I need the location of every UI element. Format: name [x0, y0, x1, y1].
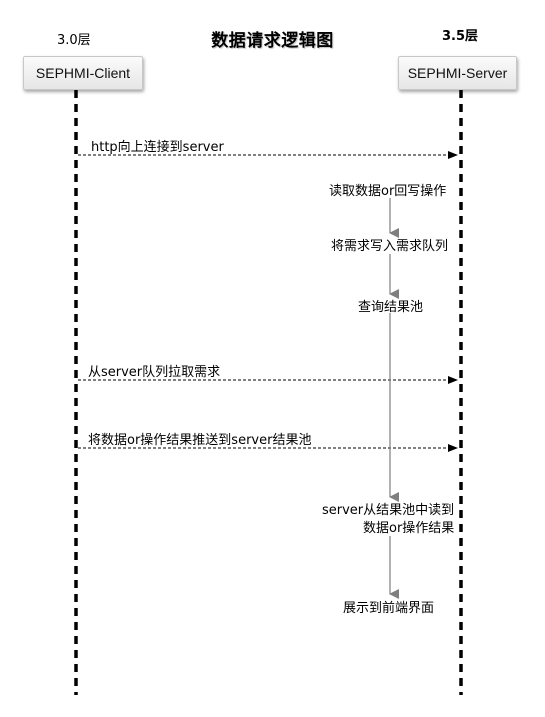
server-step-query-pool: 查询结果池 [358, 300, 424, 315]
server-actor-box: SEPHMI-Server [398, 56, 517, 90]
diagram-title: 数据请求逻辑图 [211, 31, 334, 51]
client-actor-box: SEPHMI-Client [23, 56, 143, 90]
client-layer-label: 3.0层 [57, 33, 91, 48]
server-step-read: 读取数据or回写操作 [329, 184, 447, 199]
server-step-read-pool-line2: 数据or操作结果 [363, 521, 455, 536]
message-label-3: 将数据or操作结果推送到server结果池 [88, 433, 312, 448]
server-layer-label: 3.5层 [442, 29, 479, 44]
message-label-1: http向上连接到server [91, 140, 224, 155]
server-step-read-pool-line1: server从结果池中读到 [322, 503, 455, 518]
server-step-display: 展示到前端界面 [343, 601, 435, 616]
message-label-2: 从server队列拉取需求 [88, 365, 221, 380]
server-step-write-queue: 将需求写入需求队列 [331, 239, 449, 254]
